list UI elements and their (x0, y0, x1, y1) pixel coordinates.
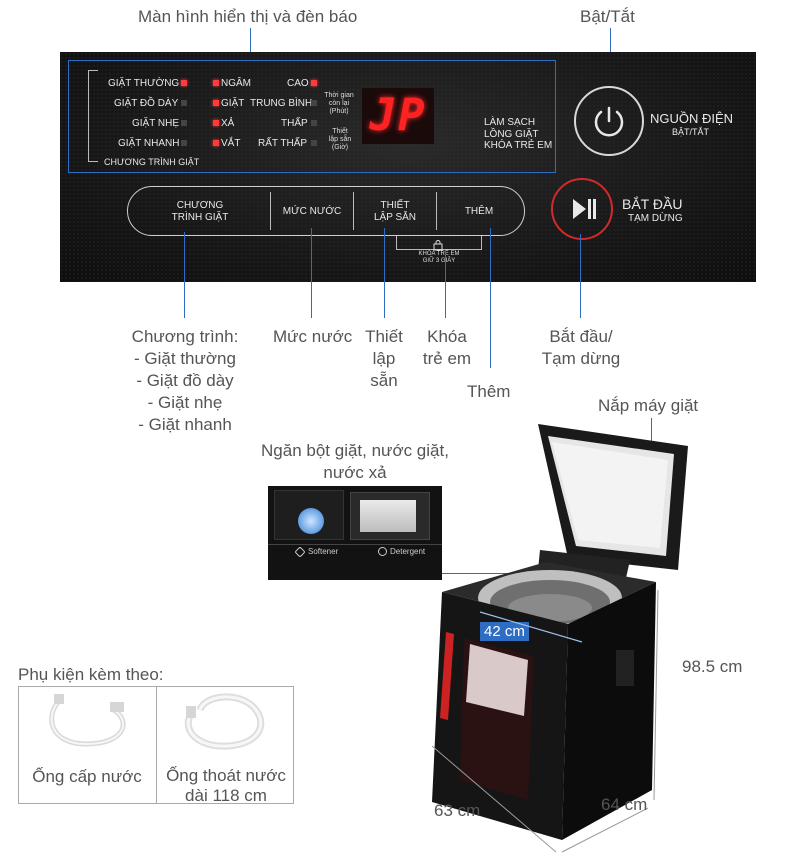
depth-dimension: 64 cm (601, 795, 648, 814)
power-callout: Bật/Tắt (580, 7, 635, 26)
program-group-label: CHƯƠNG TRÌNH GIẶT (104, 157, 200, 167)
level-low: THẤP (281, 118, 308, 129)
washing-machine-image (432, 424, 688, 840)
program-normal-led (181, 80, 187, 86)
step-rinse: XẢ (221, 118, 235, 129)
height-dimension: 98.5 cm (682, 657, 743, 676)
step-rinse-led (213, 120, 219, 126)
power-label: NGUỒN ĐIỆN (650, 111, 734, 126)
display-indicator-area (68, 60, 556, 173)
play-pause-icon (573, 199, 596, 219)
program-callout: Chương trình: - Giặt thường - Giặt đồ dà… (131, 327, 239, 435)
program-delicate-led (181, 120, 187, 126)
step-soak: NGÂM (221, 78, 251, 89)
step-spin: VẮT (221, 138, 241, 149)
softener-icon (294, 546, 306, 558)
segment-display: JP (362, 88, 434, 144)
start-sublabel: TẠM DỪNG (628, 213, 683, 224)
water-level-button[interactable]: MỨC NƯỚC (282, 206, 342, 217)
dispenser-photo: Softener Detergent (268, 486, 442, 580)
inlet-hose-label: Ống cấp nước (32, 767, 142, 786)
drain-hose-icon (184, 693, 265, 750)
start-label: BẮT ĐẦU (622, 196, 683, 212)
accessories-title: Phụ kiện kèm theo: (18, 665, 164, 684)
program-heavy-led (181, 100, 187, 106)
level-very-low: RẤT THẤP (258, 138, 308, 149)
start-callout: Bắt đầu/Tạm dừng (541, 327, 621, 369)
level-high-led (311, 80, 317, 86)
drum-dimension: 42 cm (480, 622, 529, 641)
program-quick-led (181, 140, 187, 146)
power-leader (610, 28, 611, 68)
program-heavy: GIẶT ĐỒ DÀY (114, 98, 179, 109)
program-delicate: GIẶT NHẸ (132, 118, 180, 129)
step-spin-led (213, 140, 219, 146)
power-sublabel: BẬT/TẮT (672, 127, 710, 137)
level-medium-led (311, 100, 317, 106)
control-panel (60, 52, 756, 282)
power-button[interactable] (574, 86, 644, 156)
inlet-hose-icon (49, 694, 126, 747)
dimension-lines (431, 589, 659, 853)
lid-callout: Nắp máy giặt (598, 396, 699, 415)
width-dimension: 63 cm (434, 801, 481, 820)
start-pause-button[interactable] (551, 178, 613, 240)
softener-cap-icon (298, 508, 324, 534)
detergent-label: Detergent (390, 547, 426, 556)
dispenser-callout: Ngăn bột giặt, nước giặt,nước xả (261, 441, 449, 483)
step-soak-led (213, 80, 219, 86)
program-normal: GIẶT THƯỜNG (108, 78, 180, 89)
step-wash: GIẶT (221, 98, 245, 109)
water-level-callout: Mức nước (273, 327, 353, 346)
button-bar (127, 186, 525, 236)
display-callout: Màn hình hiển thị và đèn báo (138, 7, 358, 26)
softener-label: Softener (308, 547, 339, 556)
level-low-led (311, 120, 317, 126)
detergent-icon (378, 547, 387, 556)
level-high: CAO (287, 78, 309, 89)
level-medium: TRUNG BÌNH (250, 98, 313, 109)
program-quick: GIẶT NHANH (118, 138, 180, 149)
step-wash-led (213, 100, 219, 106)
extra-button[interactable]: THÊM (464, 206, 494, 217)
lock-icon (432, 238, 444, 256)
level-very-low-led (311, 140, 317, 146)
extra-callout: Thêm (467, 382, 511, 401)
power-icon (594, 106, 624, 137)
display-leader (250, 28, 251, 60)
